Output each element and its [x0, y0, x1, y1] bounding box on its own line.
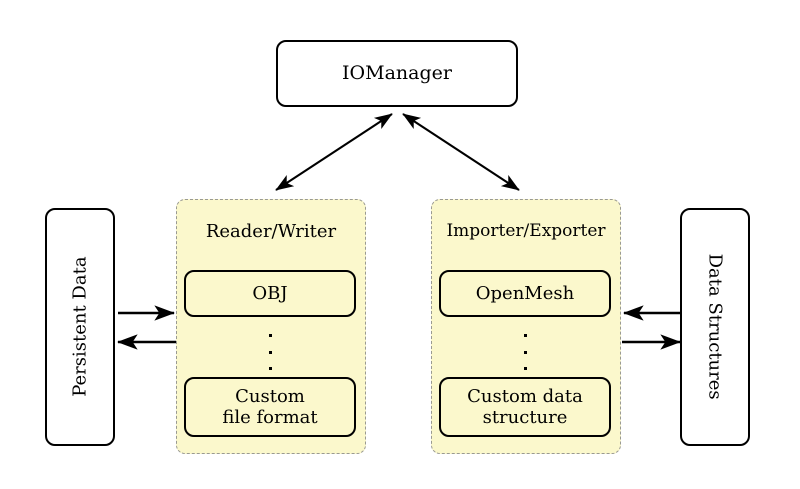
- persistent-data-node[interactable]: Persistent Data: [45, 208, 115, 446]
- reader-writer-group-title: Reader/Writer: [205, 221, 337, 242]
- custom-data-structure-label-line2: structure: [482, 407, 568, 428]
- custom-file-format-label-line2: file format: [222, 407, 318, 428]
- data-structures-node[interactable]: Data Structures: [680, 208, 750, 446]
- importer-exporter-group-title: Importer/Exporter: [446, 221, 606, 241]
- obj-node[interactable]: OBJ: [184, 270, 356, 317]
- iomanager-label: IOManager: [342, 62, 452, 85]
- arrow-manager-reader-writer: [275, 113, 393, 191]
- obj-label: OBJ: [252, 282, 288, 304]
- custom-file-format-node[interactable]: Custom file format: [184, 377, 356, 437]
- custom-file-format-label-line1: Custom: [235, 385, 305, 407]
- data-structures-label: Data Structures: [704, 253, 726, 400]
- openmesh-node[interactable]: OpenMesh: [439, 270, 611, 317]
- custom-data-structure-node[interactable]: Custom data structure: [439, 377, 611, 437]
- importer-exporter-ellipsis-icon: [515, 334, 535, 370]
- reader-writer-ellipsis-icon: [260, 334, 280, 370]
- custom-data-structure-label-line1: Custom data: [467, 385, 583, 407]
- arrow-manager-importer-exporter: [402, 113, 520, 191]
- iomanager-node[interactable]: IOManager: [276, 40, 518, 107]
- openmesh-label: OpenMesh: [475, 282, 575, 304]
- persistent-data-label: Persistent Data: [69, 256, 91, 398]
